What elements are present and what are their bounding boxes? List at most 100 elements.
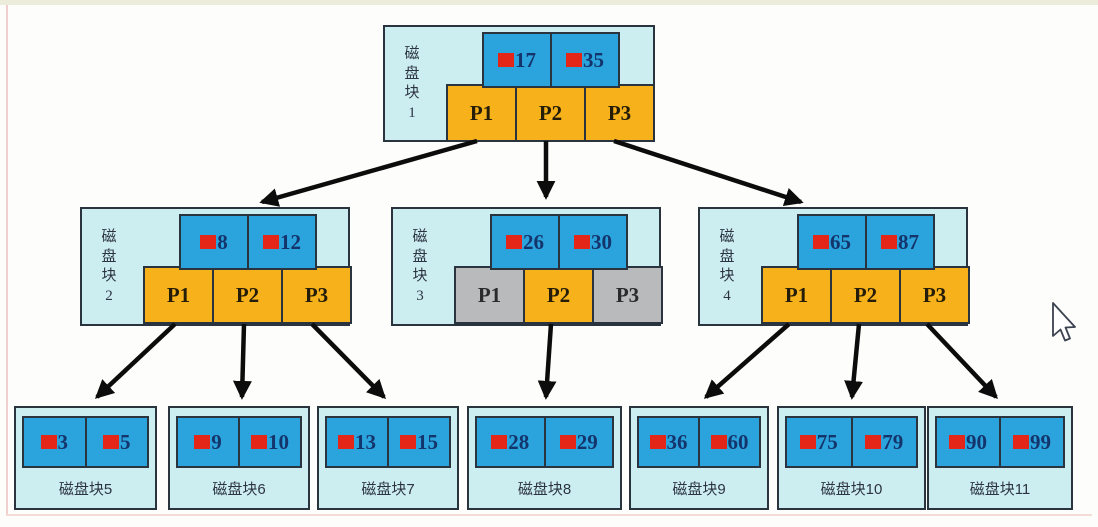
key-value: 65 bbox=[830, 229, 851, 254]
record-pointer-icon bbox=[813, 235, 829, 249]
record-pointer-icon bbox=[649, 435, 666, 449]
disk-block-6: 9 10 磁盘块6 bbox=[168, 406, 310, 510]
disk-block-7-label: 磁盘块7 bbox=[361, 481, 415, 498]
key-value: 3 bbox=[57, 429, 69, 454]
disk-block-10-label: 磁盘块10 bbox=[820, 481, 883, 498]
disk-block-5-label: 磁盘块5 bbox=[58, 481, 113, 498]
disk-block-9: 36 60 磁盘块9 bbox=[629, 406, 769, 510]
disk-block-10: 75 79 磁盘块10 bbox=[777, 406, 926, 510]
record-pointer-icon bbox=[498, 53, 514, 67]
disk-block-number: 2 bbox=[105, 287, 113, 304]
key-cell: 13 bbox=[325, 416, 389, 468]
pointer-row: P1 P2 P3 bbox=[454, 266, 663, 324]
key-cell: 28 bbox=[475, 416, 546, 468]
pointer-p1: P1 bbox=[446, 84, 517, 142]
key-value: 26 bbox=[523, 229, 544, 254]
pointer-p2: P2 bbox=[212, 266, 283, 324]
key-value: 9 bbox=[211, 429, 222, 454]
pointer-p2: P2 bbox=[515, 84, 586, 142]
key-cell: 3 bbox=[22, 416, 87, 468]
key-cell: 10 bbox=[238, 416, 302, 468]
key-cell: 35 bbox=[550, 32, 620, 88]
key-cell: 30 bbox=[558, 214, 628, 270]
record-pointer-icon bbox=[710, 435, 727, 449]
disk-block-label-text: 磁盘块 bbox=[101, 228, 117, 284]
key-value: 10 bbox=[268, 429, 289, 454]
disk-block-3: 磁盘块 3 26 30 P1 P2 P3 bbox=[391, 207, 663, 326]
key-row: 28 29 bbox=[475, 416, 614, 468]
pointer-p3: P3 bbox=[584, 84, 655, 142]
disk-block-number: 1 bbox=[408, 104, 416, 121]
key-value: 12 bbox=[280, 229, 301, 254]
pointer-row: P1 P2 P3 bbox=[143, 266, 352, 324]
pointer-p3: P3 bbox=[899, 266, 970, 324]
key-value: 36 bbox=[666, 429, 688, 454]
disk-block-number: 3 bbox=[416, 287, 424, 304]
key-value: 35 bbox=[583, 47, 604, 72]
key-row: 26 30 bbox=[490, 214, 628, 270]
record-pointer-icon bbox=[949, 435, 965, 449]
key-cell: 26 bbox=[490, 214, 560, 270]
disk-block-label-text: 磁盘块 bbox=[404, 45, 420, 101]
key-value: 87 bbox=[898, 229, 919, 254]
pointer-row: P1 P2 P3 bbox=[761, 266, 970, 324]
edge-block3-p2-to-block8 bbox=[537, 323, 557, 400]
page-bottom-border bbox=[6, 514, 1092, 516]
edge-block4-p1-to-block9 bbox=[703, 322, 791, 399]
key-value: 15 bbox=[417, 429, 438, 454]
pointer-p2: P2 bbox=[523, 266, 594, 324]
edge-block1-p1-to-block2 bbox=[259, 138, 478, 207]
key-value: 29 bbox=[576, 429, 598, 454]
disk-block-7: 13 15 磁盘块7 bbox=[317, 406, 459, 510]
key-cell: 5 bbox=[84, 416, 149, 468]
page-top-border bbox=[0, 0, 1098, 5]
record-pointer-icon bbox=[103, 435, 119, 449]
disk-block-label-text: 磁盘块 bbox=[719, 228, 735, 284]
pointer-row: P1 P2 P3 bbox=[446, 84, 655, 142]
key-row: 8 12 bbox=[179, 214, 317, 270]
disk-block-1-label: 磁盘块 1 bbox=[401, 27, 423, 140]
key-value: 13 bbox=[355, 429, 376, 454]
key-cell: 60 bbox=[698, 416, 761, 468]
record-pointer-icon bbox=[40, 435, 57, 449]
key-value: 90 bbox=[966, 429, 987, 454]
key-cell: 8 bbox=[179, 214, 249, 270]
edge-block4-p2-to-block10 bbox=[844, 323, 863, 400]
pointer-p3: P3 bbox=[281, 266, 352, 324]
key-cell: 9 bbox=[176, 416, 240, 468]
record-pointer-icon bbox=[865, 435, 882, 449]
key-cell: 87 bbox=[865, 214, 935, 270]
record-pointer-icon bbox=[566, 53, 582, 67]
key-value: 8 bbox=[217, 229, 228, 254]
disk-block-5: 3 5 磁盘块5 bbox=[14, 406, 157, 510]
edge-block2-p1-to-block5 bbox=[94, 322, 177, 399]
disk-block-11: 90 99 磁盘块11 bbox=[927, 406, 1073, 510]
page-left-border bbox=[6, 5, 8, 516]
edge-block1-p3-to-block4 bbox=[613, 138, 804, 207]
disk-block-3-label: 磁盘块 3 bbox=[409, 209, 431, 324]
key-row: 3 5 bbox=[22, 416, 149, 468]
key-cell: 12 bbox=[247, 214, 317, 270]
record-pointer-icon bbox=[263, 235, 279, 249]
key-value: 28 bbox=[508, 429, 530, 454]
record-pointer-icon bbox=[1013, 435, 1029, 449]
key-cell: 79 bbox=[850, 416, 918, 468]
key-value: 99 bbox=[1030, 429, 1051, 454]
key-row: 36 60 bbox=[637, 416, 761, 468]
pointer-p3: P3 bbox=[592, 266, 663, 324]
disk-block-8-label: 磁盘块8 bbox=[517, 481, 572, 498]
key-value: 30 bbox=[591, 229, 612, 254]
key-value: 60 bbox=[727, 429, 749, 454]
record-pointer-icon bbox=[799, 435, 816, 449]
record-pointer-icon bbox=[194, 435, 211, 449]
key-row: 9 10 bbox=[176, 416, 302, 468]
edge-block2-p3-to-block7 bbox=[310, 322, 386, 400]
record-pointer-icon bbox=[574, 235, 590, 249]
disk-block-4-label: 磁盘块 4 bbox=[716, 209, 738, 324]
key-cell: 17 bbox=[482, 32, 552, 88]
record-pointer-icon bbox=[506, 235, 522, 249]
record-pointer-icon bbox=[200, 235, 217, 249]
edge-block2-p2-to-block6 bbox=[232, 323, 252, 400]
key-cell: 99 bbox=[999, 416, 1065, 468]
